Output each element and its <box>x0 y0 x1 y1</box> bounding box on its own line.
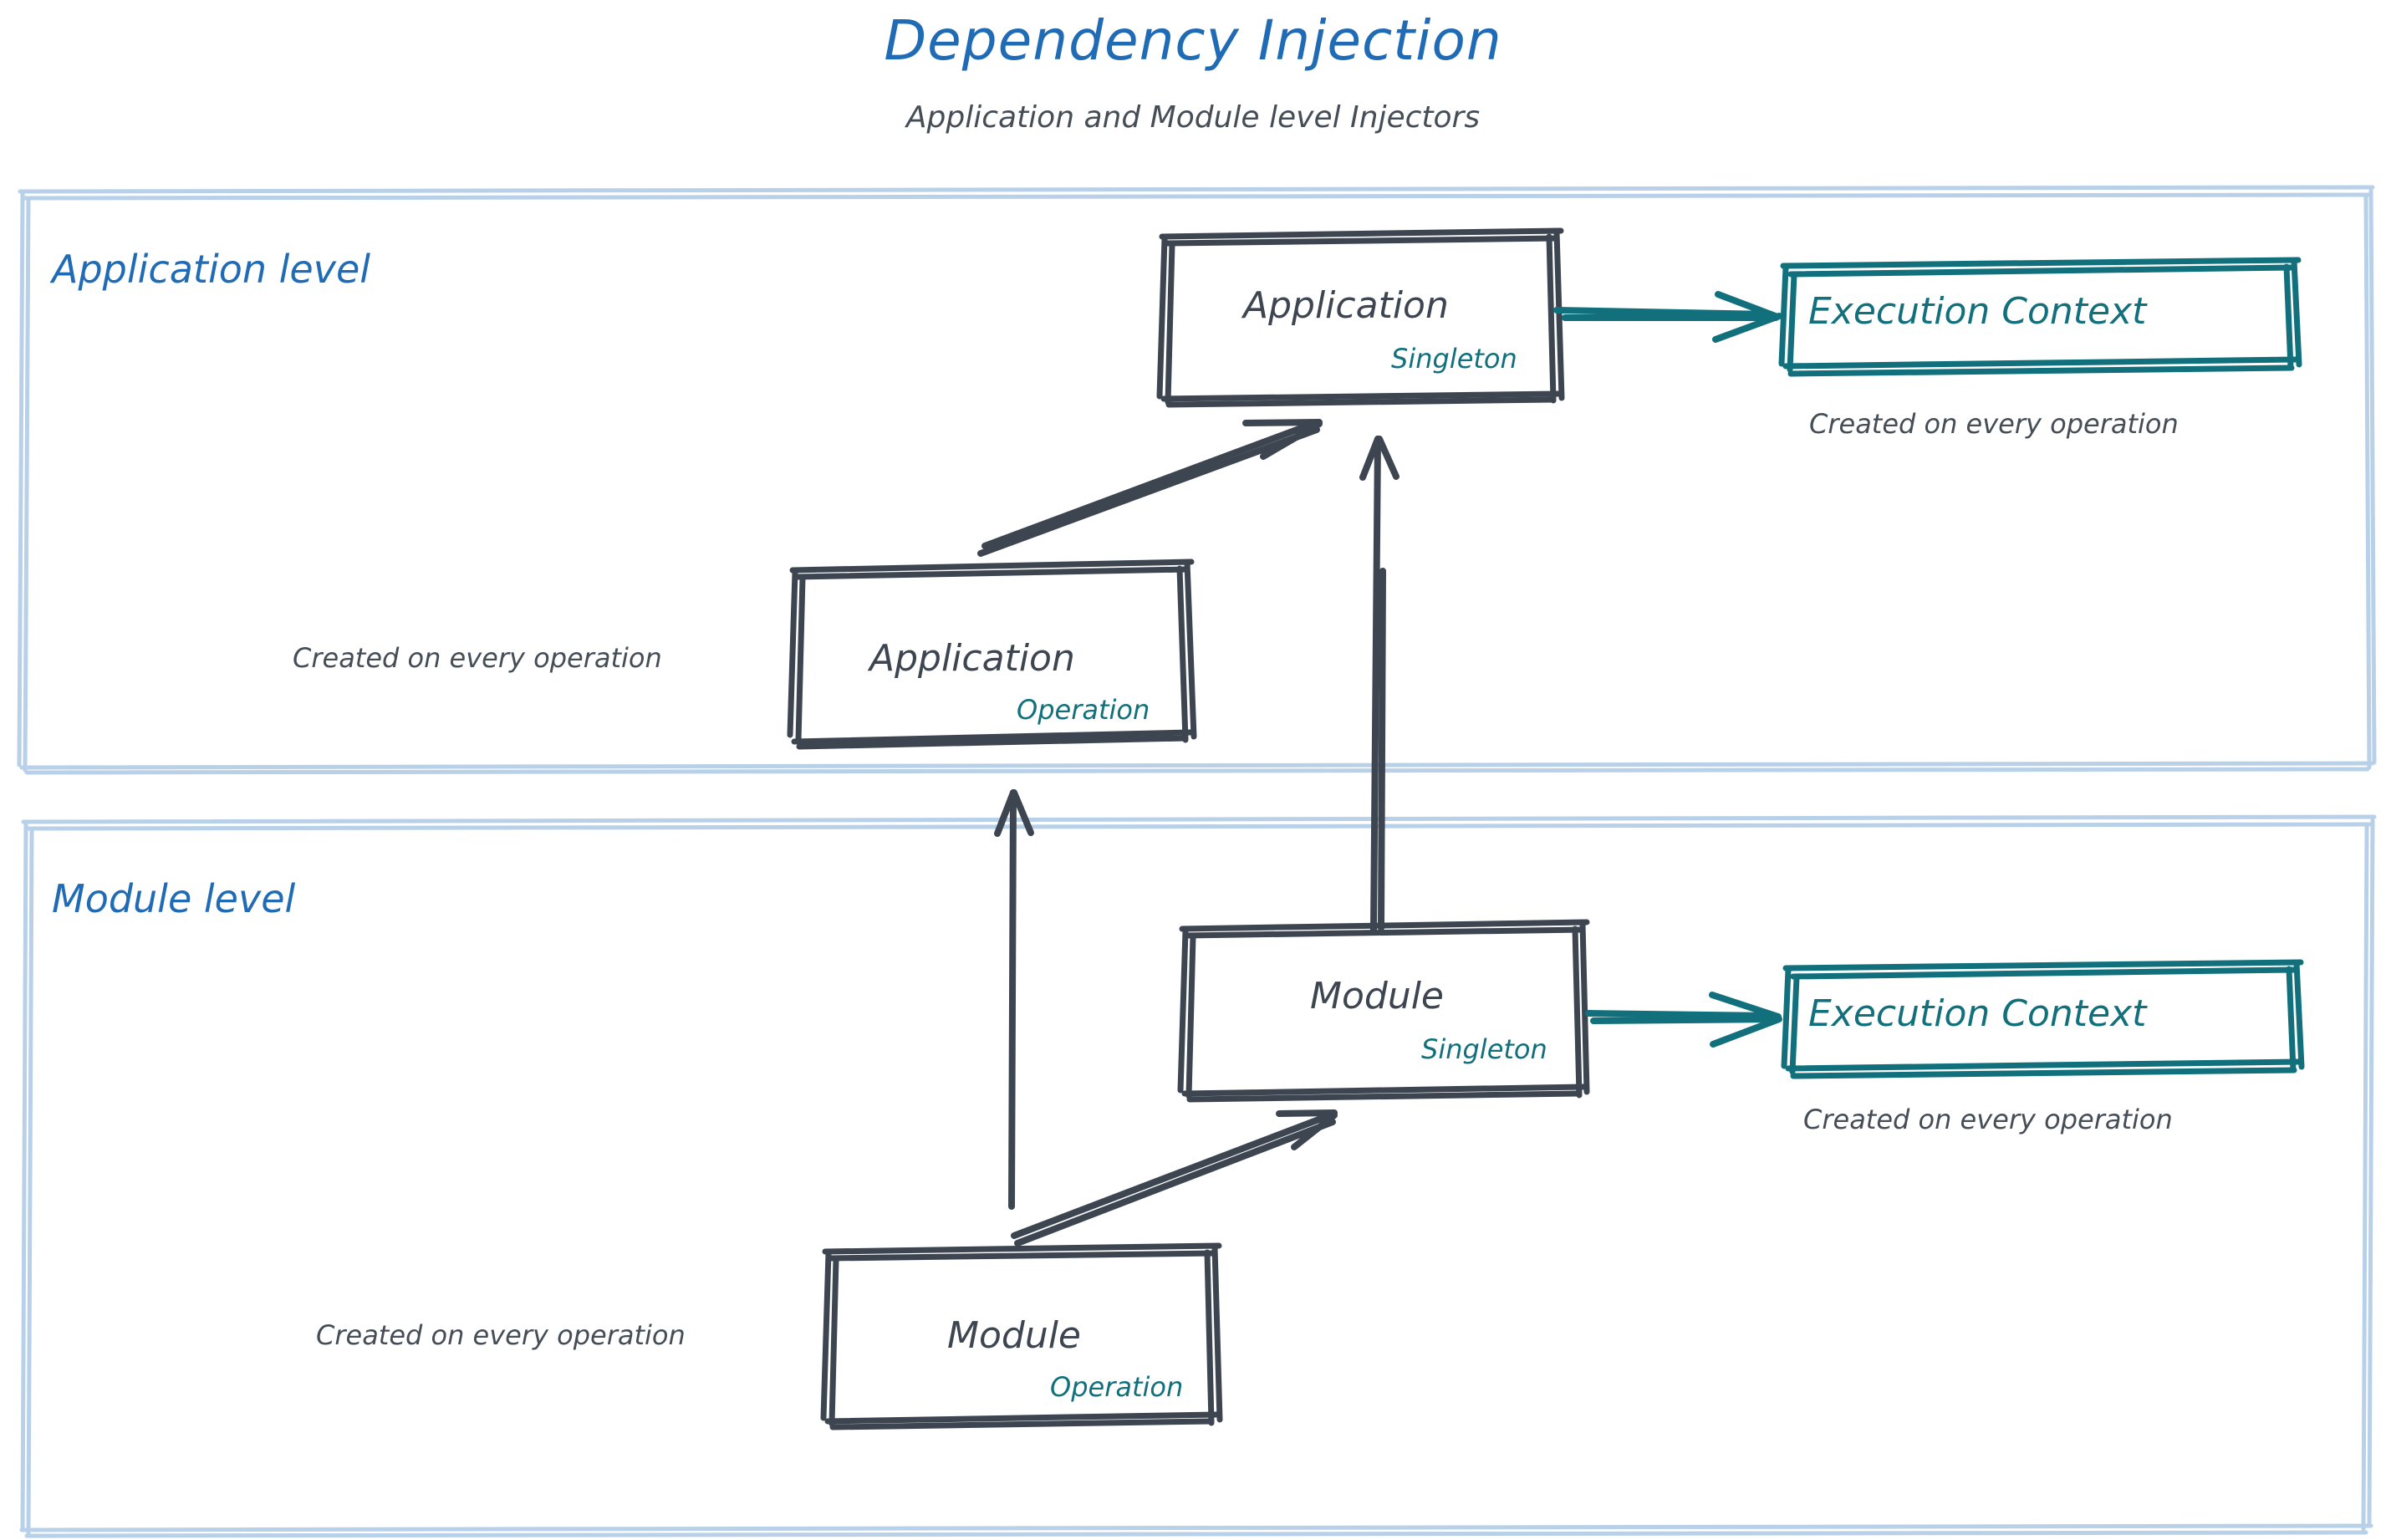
module-singleton-title: Module <box>1310 975 1444 1017</box>
module-operation-box[interactable] <box>820 1242 1223 1430</box>
module-operation-scope: Operation <box>1050 1371 1184 1403</box>
module-execution-context-box[interactable] <box>1781 959 2305 1079</box>
page-title: Dependency Injection <box>884 8 1502 73</box>
application-operation-note: Created on every operation <box>293 642 662 674</box>
application-operation-title: Application <box>869 637 1075 680</box>
application-execution-context-box[interactable] <box>1778 257 2302 377</box>
application-operation-box[interactable] <box>787 558 1197 750</box>
page-subtitle: Application and Module level Injectors <box>905 100 1481 135</box>
application-execution-context-note: Created on every operation <box>1809 408 2179 440</box>
application-operation-scope: Operation <box>1017 694 1150 726</box>
application-singleton-title: Application <box>1243 284 1449 327</box>
edge-app-operation-to-app-singleton <box>977 419 1323 557</box>
module-operation-note: Created on every operation <box>316 1319 686 1351</box>
module-execution-context-note: Created on every operation <box>1803 1104 2173 1135</box>
module-execution-context-title: Execution Context <box>1808 992 2147 1035</box>
module-singleton-scope: Singleton <box>1421 1033 1547 1065</box>
application-singleton-scope: Singleton <box>1391 343 1517 375</box>
edge-module-operation-to-app-operation <box>994 789 1034 1210</box>
edge-app-singleton-to-app-context <box>1553 291 1782 343</box>
panel-heading-application-level: Application level <box>52 247 371 292</box>
module-operation-title: Module <box>947 1314 1081 1357</box>
edge-module-operation-to-module-singleton <box>1011 1109 1338 1247</box>
panel-module-level-border <box>19 814 2377 1538</box>
edge-module-singleton-to-module-context <box>1585 992 1782 1048</box>
edge-module-singleton-to-app-singleton <box>1359 436 1399 933</box>
application-singleton-box[interactable] <box>1156 227 1565 408</box>
application-execution-context-title: Execution Context <box>1808 290 2147 333</box>
panel-heading-module-level: Module level <box>52 876 296 921</box>
panel-application-level-border <box>17 185 2377 775</box>
